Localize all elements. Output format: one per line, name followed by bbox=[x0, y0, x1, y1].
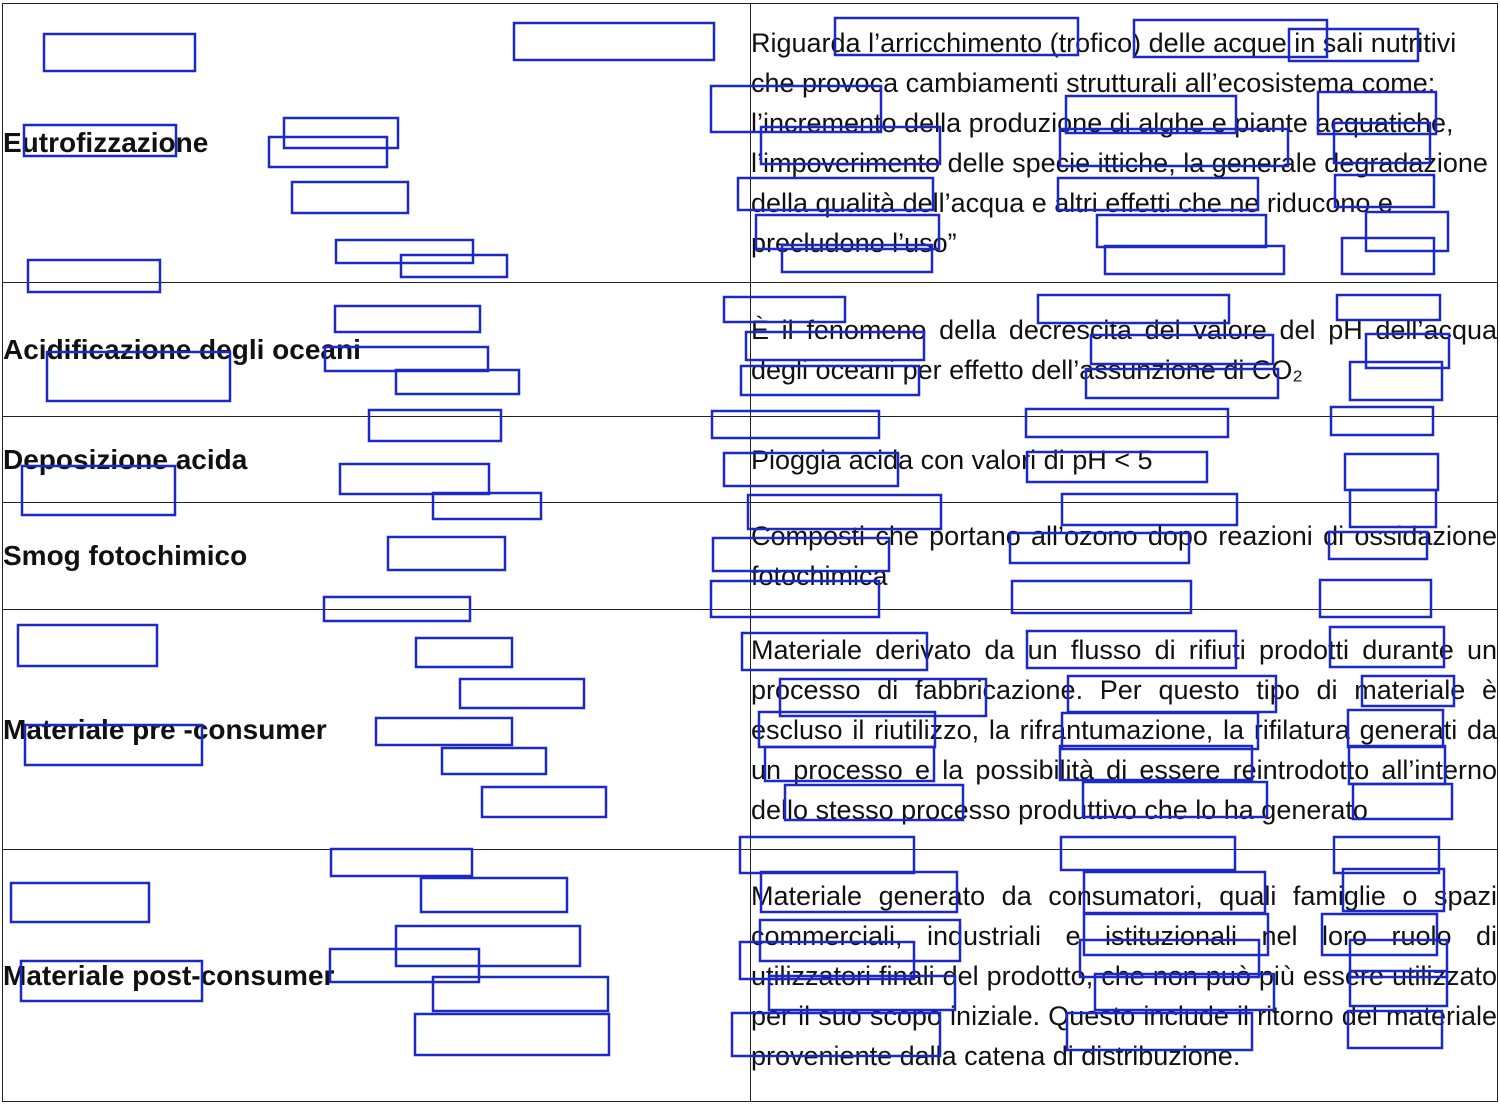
table-row: Acidificazione degli oceani È il fenomen… bbox=[2, 282, 1498, 417]
term-cell: Deposizione acida bbox=[2, 416, 751, 503]
table-row: Materiale pre -consumer Materiale deriva… bbox=[2, 609, 1498, 850]
definition-cell: Materiale generato da consumatori, quali… bbox=[750, 849, 1498, 1102]
table-row: Eutrofizzazione Riguarda l’arricchimento… bbox=[2, 3, 1498, 283]
definition-cell: Materiale derivato da un flusso di rifiu… bbox=[750, 609, 1498, 850]
table-row: Deposizione acida Pioggia acida con valo… bbox=[2, 416, 1498, 503]
definition-cell: È il fenomeno della decrescita del valor… bbox=[750, 282, 1498, 417]
glossary-table: Eutrofizzazione Riguarda l’arricchimento… bbox=[2, 3, 1498, 1102]
table-row: Smog fotochimico Composti che portano al… bbox=[2, 502, 1498, 610]
term-cell: Smog fotochimico bbox=[2, 502, 751, 610]
term-cell: Materiale pre -consumer bbox=[2, 609, 751, 850]
term-cell: Acidificazione degli oceani bbox=[2, 282, 751, 417]
definition-cell: Composti che portano all’ozono dopo reaz… bbox=[750, 502, 1498, 610]
table-row: Materiale post-consumer Materiale genera… bbox=[2, 849, 1498, 1102]
term-cell: Eutrofizzazione bbox=[2, 3, 751, 283]
term-cell: Materiale post-consumer bbox=[2, 849, 751, 1102]
definition-cell: Pioggia acida con valori di pH < 5 bbox=[750, 416, 1498, 503]
definition-cell: Riguarda l’arricchimento (trofico) delle… bbox=[750, 3, 1498, 283]
